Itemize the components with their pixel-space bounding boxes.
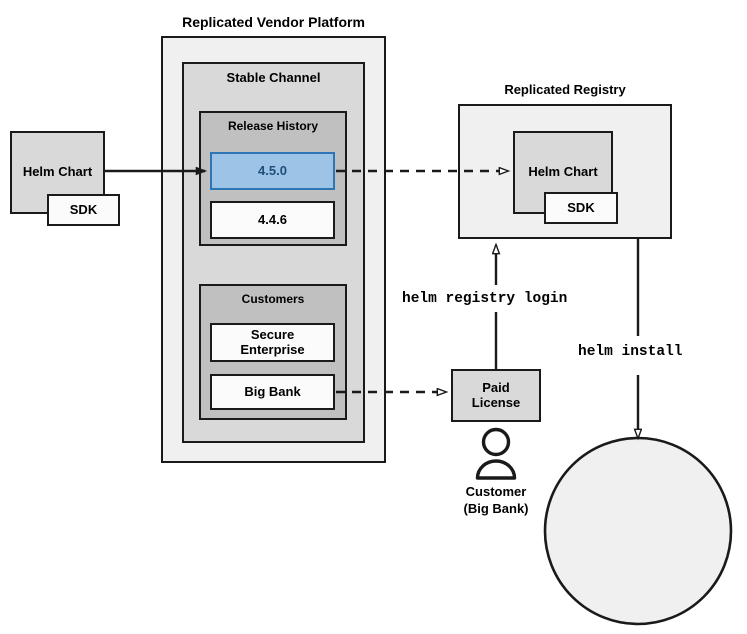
kubernetes-cluster-circle <box>543 436 733 626</box>
registry-sdk-box[interactable]: SDK <box>544 192 618 224</box>
source-sdk-label: SDK <box>69 201 98 217</box>
registry-title: Replicated Registry <box>504 82 626 97</box>
customers-label: Customers <box>241 292 305 306</box>
person-icon <box>475 427 517 480</box>
release-item-4-4-6[interactable]: 4.4.6 <box>210 201 335 239</box>
release-version-label: 4.5.0 <box>258 162 287 178</box>
helm-registry-login-command: helm registry login <box>402 291 568 307</box>
paid-license-label: Paid License <box>471 379 521 410</box>
customer-item-big-bank[interactable]: Big Bank <box>210 374 335 410</box>
release-version-label: 4.4.6 <box>258 211 287 227</box>
stable-channel-label: Stable Channel <box>226 70 321 85</box>
helm-install-command: helm install <box>578 344 683 360</box>
customer-name-label: Big Bank <box>244 383 301 399</box>
customer-actor-label: Customer (Big Bank) <box>463 484 529 516</box>
release-history-label: Release History <box>227 119 319 133</box>
customer-item-secure-enterprise[interactable]: Secure Enterprise <box>210 323 335 362</box>
registry-sdk-label: SDK <box>567 199 595 215</box>
source-helm-chart-label: Helm Chart <box>22 164 93 180</box>
platform-title: Replicated Vendor Platform <box>182 14 365 30</box>
source-sdk-box[interactable]: SDK <box>47 194 120 226</box>
paid-license-box[interactable]: Paid License <box>451 369 541 422</box>
registry-helm-chart-label: Helm Chart <box>528 164 598 180</box>
release-item-4-5-0[interactable]: 4.5.0 <box>210 152 335 190</box>
customer-name-label: Secure Enterprise <box>240 326 305 357</box>
